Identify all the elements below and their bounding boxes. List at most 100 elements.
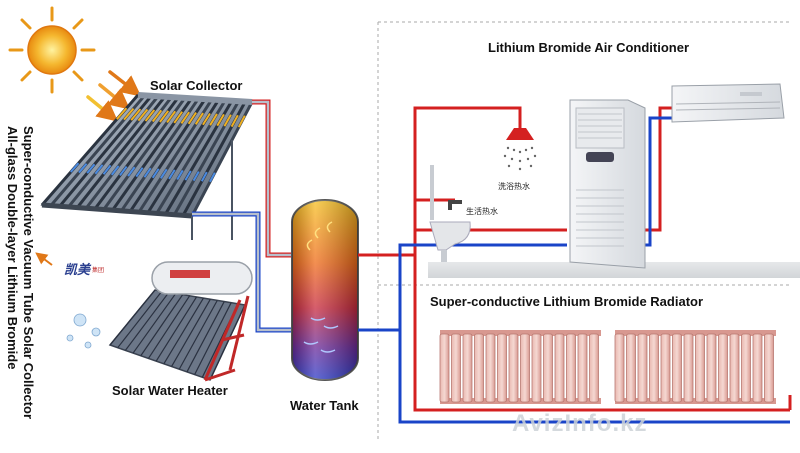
heater-tube [194, 302, 232, 375]
radiator-fin [637, 333, 648, 403]
heater-tube [178, 300, 218, 370]
radiator-fin [497, 333, 507, 403]
heater-tube [117, 290, 163, 349]
radiator-fin [683, 333, 694, 403]
collector-tube-cool [70, 162, 80, 173]
collector-tube-cool [78, 163, 88, 174]
radiator-fin [660, 333, 671, 403]
radiator-fin [614, 333, 625, 403]
radiator-fin [649, 333, 659, 403]
collector-tube-heat [151, 109, 163, 123]
solar-water-heater-icon [108, 261, 253, 382]
collector-tube-cool [176, 169, 184, 181]
collector-tube-heat [116, 107, 128, 120]
radiator-top-header [615, 330, 776, 336]
collector-tube-heat [223, 114, 232, 127]
shower-head-icon [503, 108, 537, 171]
collector-tube-heat [194, 112, 204, 125]
heater-tube [186, 301, 225, 373]
collector-tube-cool [200, 171, 208, 182]
heater-tube [147, 295, 191, 359]
collector-tube-heat [159, 110, 170, 123]
collector-tube-cool [119, 165, 128, 177]
radiator-fin [729, 333, 740, 403]
collector-tube-cool [209, 172, 216, 183]
heater-tube [163, 297, 204, 365]
heater-tube [109, 289, 156, 346]
radiator-fin [589, 333, 599, 403]
collector-tube-heat [130, 108, 142, 121]
collector-tube-cool [160, 168, 168, 179]
radiator-fin [718, 333, 728, 403]
collector-tube-heat [202, 112, 211, 126]
collector-tube-heat [137, 108, 149, 122]
radiator-fin [566, 333, 576, 403]
radiator-fin [626, 333, 636, 403]
floor-ac-unit-icon [569, 99, 646, 269]
brand-logo-sub: 集团 [92, 267, 105, 274]
shower-hot-water-label: 洗浴热水 [498, 182, 530, 191]
wall-ac-unit-icon [671, 83, 785, 123]
radiator-fin [672, 333, 682, 403]
solar-collector-icon [40, 92, 254, 240]
collector-tube-heat [187, 112, 197, 125]
radiator-fin [531, 333, 542, 403]
collector-tube-heat [166, 110, 177, 124]
sun-icon [8, 6, 96, 94]
water-tank-label: Water Tank [290, 398, 359, 413]
radiators [439, 330, 776, 404]
collector-tube-cool [135, 167, 144, 178]
collector-tube-cool [151, 168, 160, 179]
sink-icon [429, 165, 471, 262]
water-tank-icon [291, 199, 359, 381]
brand-logo: 凯美 [64, 263, 91, 278]
distribution-pipes [358, 106, 792, 424]
collector-tube-heat [173, 111, 183, 124]
radiator-top-header [440, 330, 601, 336]
collector-tube-cool [110, 165, 120, 176]
collector-tube-cool [192, 171, 200, 182]
tap-hot-water-label: 生活热水 [466, 207, 498, 216]
heater-tube [155, 296, 198, 362]
collector-tube-heat [230, 114, 239, 128]
pointer-arrow [35, 252, 53, 266]
radiator-fin [706, 333, 717, 403]
collector-tube-heat [123, 107, 135, 121]
collector-tube-cool [168, 169, 176, 180]
radiator-fin [764, 333, 774, 403]
radiator-fin [577, 333, 588, 403]
collector-tube-cool [143, 167, 152, 178]
radiator-fin [508, 333, 519, 403]
radiator-fin [741, 333, 751, 403]
collector-tube-cool [127, 166, 136, 177]
sun-rays-icon [86, 70, 142, 122]
radiator-fin [520, 333, 530, 403]
collector-tube-cool [86, 163, 96, 174]
collector-pipes [192, 99, 300, 333]
collector-tube-heat [237, 115, 246, 128]
watermark: AvizInfo.kz [512, 410, 648, 437]
ac-title: Lithium Bromide Air Conditioner [488, 40, 690, 55]
heater-tube [132, 293, 177, 354]
radiator-title: Super-conductive Lithium Bromide Radiato… [430, 294, 704, 309]
solar-water-heater-label: Solar Water Heater [112, 383, 228, 398]
heater-tube [140, 294, 184, 357]
collector-tube-heat [209, 113, 218, 126]
radiator-fin [554, 333, 565, 403]
collector-tube-heat [216, 113, 225, 127]
collector-tube-cool [184, 170, 192, 181]
solar-collector-label: Solar Collector [150, 78, 243, 93]
radiator-fin [451, 333, 461, 403]
heater-tube [209, 304, 246, 381]
heater-tube [171, 298, 211, 367]
collector-tube-cool [94, 164, 104, 175]
heater-tube [124, 291, 170, 351]
collector-tube-heat [144, 109, 156, 122]
radiator-fin [462, 333, 473, 403]
vertical-label-line2: All-glass Double-layer Lithium Bromide [5, 126, 20, 370]
radiator-fin [695, 333, 705, 403]
water-bubbles-icon [66, 313, 101, 349]
radiator-fin [439, 333, 450, 403]
